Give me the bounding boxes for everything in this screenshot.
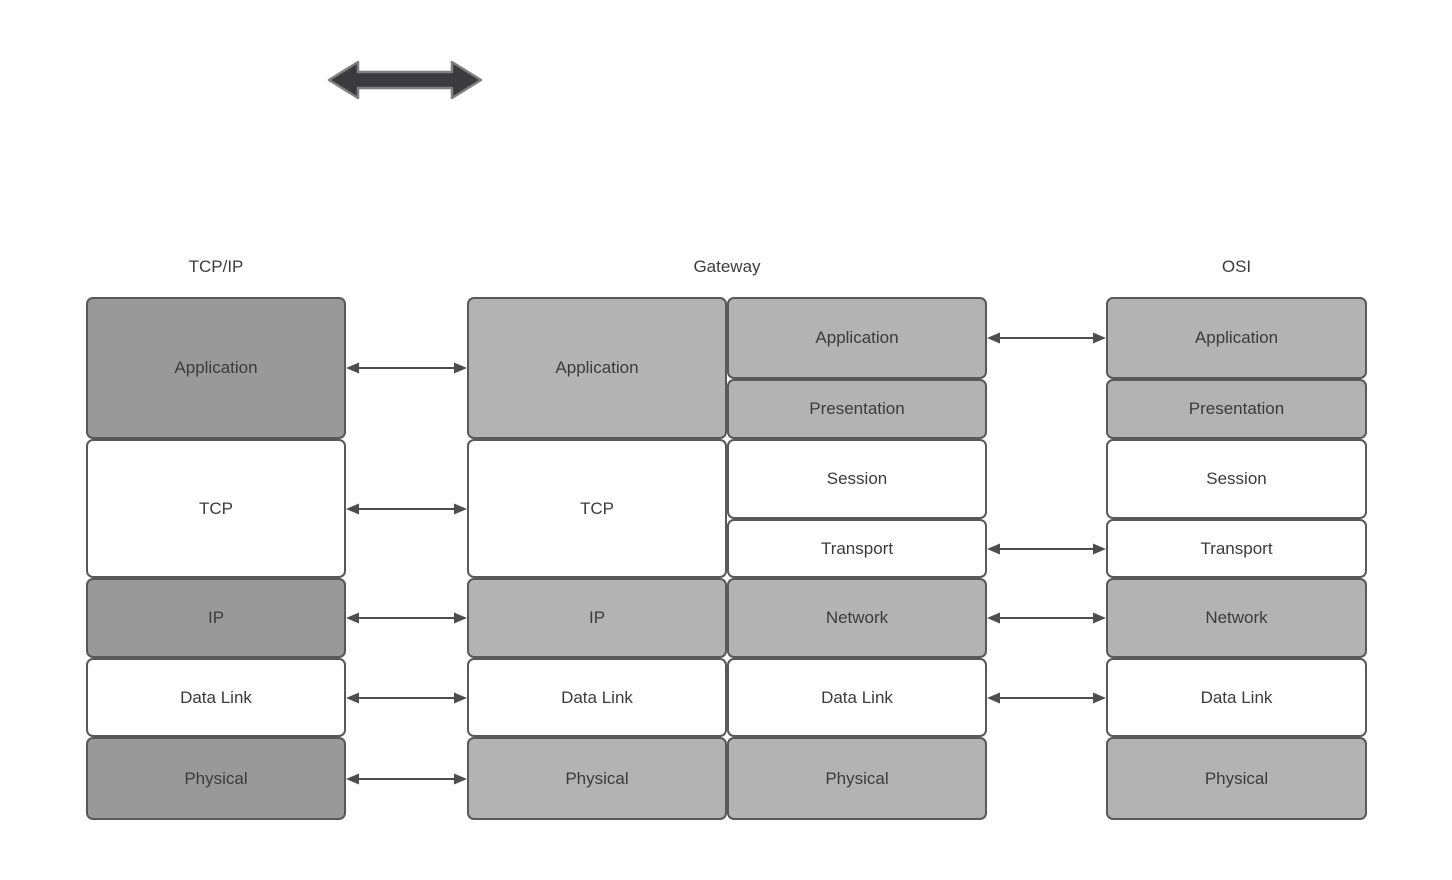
osi-layer-presentation: Presentation <box>1106 379 1367 439</box>
arrow-tcpip-gateway-application-icon <box>346 362 467 374</box>
arrow-gateway-osi-application-icon <box>987 332 1106 344</box>
tcpip-layer-data-link: Data Link <box>86 658 346 737</box>
gateway-left-layer-tcp: TCP <box>467 439 727 578</box>
gateway-right-layer-physical: Physical <box>727 737 987 820</box>
gateway-left-stack: Application TCP IP Data Link Physical <box>467 297 727 820</box>
gateway-right-layer-session: Session <box>727 439 987 519</box>
gateway-right-stack: Application Presentation Session Transpo… <box>727 297 987 820</box>
osi-stack: Application Presentation Session Transpo… <box>1106 297 1367 820</box>
osi-layer-network: Network <box>1106 578 1367 658</box>
arrow-gateway-osi-data-link-icon <box>987 692 1106 704</box>
osi-layer-application: Application <box>1106 297 1367 379</box>
gateway-left-layer-data-link: Data Link <box>467 658 727 737</box>
tcpip-layer-tcp: TCP <box>86 439 346 578</box>
arrow-tcpip-gateway-physical-icon <box>346 773 467 785</box>
gateway-right-layer-data-link: Data Link <box>727 658 987 737</box>
arrow-tcpip-gateway-tcp-icon <box>346 503 467 515</box>
gateway-left-layer-ip: IP <box>467 578 727 658</box>
osi-layer-session: Session <box>1106 439 1367 519</box>
osi-column-title: OSI <box>1221 257 1252 276</box>
arrow-gateway-osi-network-icon <box>987 612 1106 624</box>
gateway-right-layer-transport: Transport <box>727 519 987 578</box>
arrow-tcpip-gateway-ip-icon <box>346 612 467 624</box>
arrow-tcpip-gateway-data-link-icon <box>346 692 467 704</box>
osi-layer-transport: Transport <box>1106 519 1367 578</box>
tcpip-stack: Application TCP IP Data Link Physical <box>86 297 346 820</box>
osi-layer-physical: Physical <box>1106 737 1367 820</box>
tcpip-layer-application: Application <box>86 297 346 439</box>
tcpip-layer-physical: Physical <box>86 737 346 820</box>
gateway-left-layer-physical: Physical <box>467 737 727 820</box>
gateway-right-layer-network: Network <box>727 578 987 658</box>
tcpip-column-title: TCP/IP <box>188 257 244 276</box>
arrow-gateway-osi-transport-icon <box>987 543 1106 555</box>
osi-layer-data-link: Data Link <box>1106 658 1367 737</box>
gateway-column-title: Gateway <box>693 257 761 276</box>
gateway-right-layer-presentation: Presentation <box>727 379 987 439</box>
gateway-right-layer-application: Application <box>727 297 987 379</box>
two-way-thick-arrow-icon <box>327 60 483 100</box>
gateway-left-layer-application: Application <box>467 297 727 439</box>
tcpip-layer-ip: IP <box>86 578 346 658</box>
